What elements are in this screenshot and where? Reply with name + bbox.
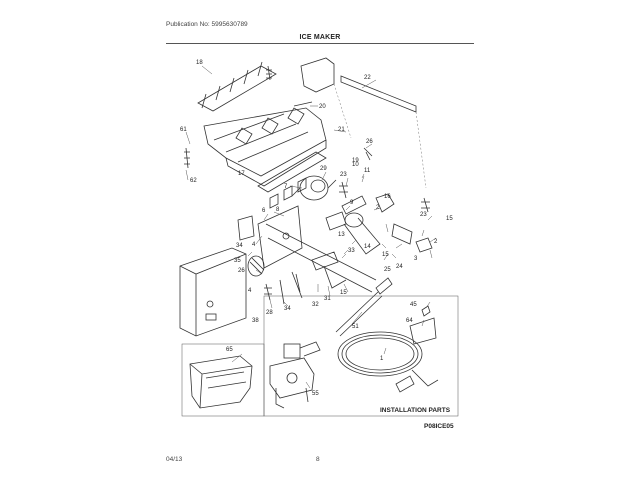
ice-mold-assembly [197,61,327,209]
callout-label: 65 [226,347,233,353]
diagram-code: P08ICE05 [424,423,454,430]
leader-lines [185,65,437,389]
screws-springs [184,65,430,213]
water-inlet-tube [335,277,393,337]
callout-label: 51 [352,324,359,330]
ice-maker-exploded-diagram: 18 17 22 20 21 61 62 26 7 29 23 10 11 19… [166,48,474,433]
callout-label: 2 [434,239,438,245]
callout-label: 45 [410,302,417,308]
callout-label: 8 [276,207,280,213]
publication-number: Publication No: 5995630789 [166,21,248,28]
header-rule [166,43,474,44]
callout-label: 6 [262,208,266,214]
callout-label: 14 [364,244,371,250]
footer-date: 04/13 [166,456,183,463]
callout-label: 34 [236,243,243,249]
installation-parts-box [263,295,459,417]
diagram-drawing: 18 17 22 20 21 61 62 26 7 29 23 10 11 19… [179,57,459,430]
callout-label: 2 [376,205,380,211]
callout-label: 11 [364,168,371,174]
motor-gear [291,175,395,228]
callout-label: 16 [384,194,391,200]
callout-label: 23 [340,172,347,178]
callout-label: 15 [446,216,453,222]
ice-bin-box [181,343,265,417]
callout-label: 1 [380,356,384,362]
mounting-plate [237,205,303,269]
callout-label: 23 [420,212,427,218]
callout-label: 25 [384,267,391,273]
callout-label: 62 [190,178,197,184]
callout-label: 17 [238,171,245,177]
callout-label: 64 [406,318,413,324]
callout-label: 61 [180,127,187,133]
callout-label: 29 [320,166,327,172]
callout-label: 4 [252,242,256,248]
callout-label: 34 [284,306,291,312]
callout-label: 33 [348,248,355,254]
callout-label: 22 [364,75,371,81]
callout-label: 18 [196,60,203,66]
callout-label: 13 [338,232,345,238]
callout-label: 31 [324,296,331,302]
fill-cup-bracket [300,57,427,189]
tube-clamp [409,305,437,345]
installation-parts-label: INSTALLATION PARTS [380,407,451,414]
callout-label: 20 [319,104,326,110]
callout-label: 38 [252,318,259,324]
callout-label: 19 [352,158,359,164]
callout-label: 4 [248,288,252,294]
callout-label: 55 [312,391,319,397]
callout-label: 26 [238,268,245,274]
water-supply-line [337,331,439,393]
page-title: ICE MAKER [299,34,341,41]
callout-label: 3 [414,256,418,262]
ice-bin [189,355,253,409]
callout-label: 24 [396,264,403,270]
water-valve [269,341,321,409]
callout-numbers: 18 17 22 20 21 61 62 26 7 29 23 10 11 19… [180,60,453,397]
callout-label: 28 [266,310,273,316]
callout-label: 35 [234,258,241,264]
callout-label: 32 [312,302,319,308]
callout-label: 21 [338,127,345,133]
callout-label: 15 [382,252,389,258]
callout-label: 9 [350,200,354,206]
callout-label: 15 [340,290,347,296]
callout-label: 7 [284,184,288,190]
page-number: 8 [316,456,320,463]
callout-label: 10 [352,162,359,168]
shutoff-arm [264,251,347,305]
callout-label: 26 [366,139,373,145]
